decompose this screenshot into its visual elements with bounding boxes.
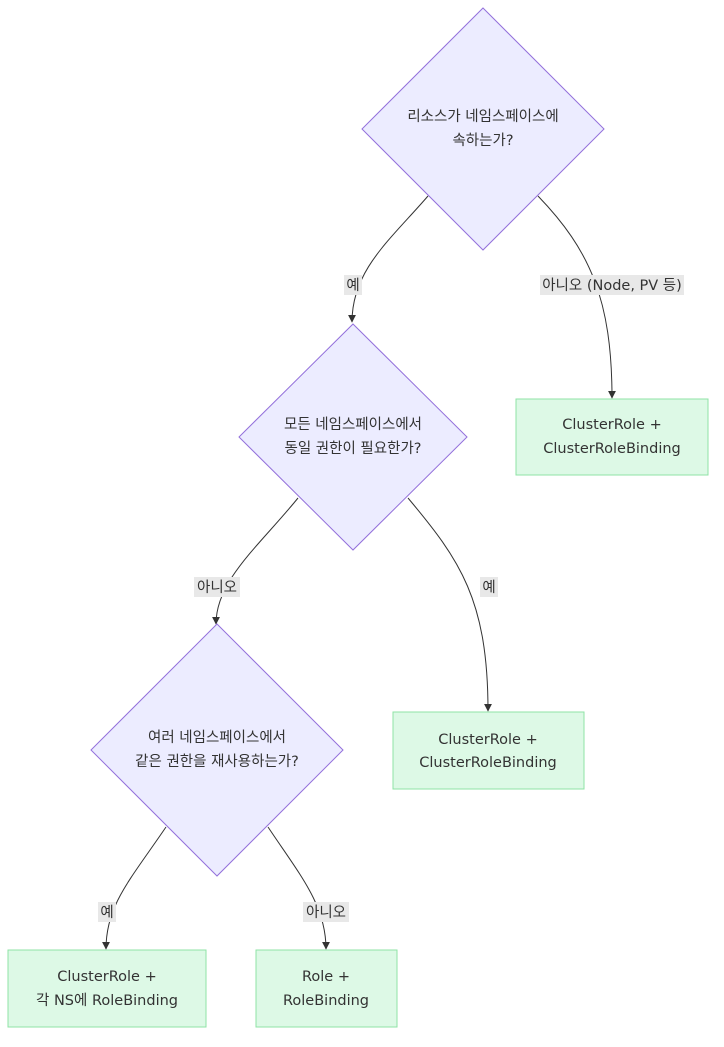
decision-reuse-line2: 같은 권한을 재사용하는가? bbox=[135, 753, 299, 770]
result-3-line1: ClusterRole + bbox=[57, 969, 156, 985]
result-clusterrole-binding-all-namespaces: ClusterRole + ClusterRoleBinding bbox=[392, 711, 585, 790]
result-2-line2: ClusterRoleBinding bbox=[419, 755, 557, 771]
edge-label-namespaced-no: 아니오 (Node, PV 등) bbox=[540, 275, 684, 295]
edge-label-reuse-yes: 예 bbox=[98, 902, 116, 922]
edge-namespaced-yes bbox=[348, 195, 429, 323]
edge-namespaced-no bbox=[537, 195, 616, 399]
decision-all-namespaces: 모든 네임스페이스에서 동일 권한이 필요한가? bbox=[238, 323, 468, 551]
result-2-line1: ClusterRole + bbox=[438, 732, 537, 748]
decision-all-namespaces-line1: 모든 네임스페이스에서 bbox=[284, 416, 422, 433]
decision-all-namespaces-line2: 동일 권한이 필요한가? bbox=[285, 440, 422, 457]
edge-label-all-namespaces-yes: 예 bbox=[480, 577, 498, 597]
result-1-line1: ClusterRole + bbox=[562, 417, 661, 433]
result-role-rolebinding: Role + RoleBinding bbox=[255, 949, 398, 1028]
edge-all-namespaces-yes bbox=[407, 497, 492, 712]
result-1-line2: ClusterRoleBinding bbox=[543, 441, 681, 457]
edge-label-namespaced-yes: 예 bbox=[344, 275, 362, 295]
result-3-line2: 각 NS에 RoleBinding bbox=[36, 992, 178, 1009]
edge-label-all-namespaces-yes-text: 예 bbox=[482, 579, 495, 596]
edge-all-namespaces-no bbox=[212, 497, 299, 625]
decision-namespaced-resource: 리소스가 네임스페이스에 속하는가? bbox=[361, 7, 605, 251]
result-4-line2: RoleBinding bbox=[283, 993, 369, 1009]
edge-label-reuse-no: 아니오 bbox=[303, 902, 349, 922]
edge-label-reuse-yes-text: 예 bbox=[100, 904, 113, 921]
decision-namespaced-line1: 리소스가 네임스페이스에 bbox=[407, 108, 558, 125]
result-clusterrole-per-namespace-rolebinding: ClusterRole + 각 NS에 RoleBinding bbox=[7, 949, 207, 1028]
edge-reuse-yes bbox=[102, 826, 167, 950]
decision-reuse-permissions: 여러 네임스페이스에서 같은 권한을 재사용하는가? bbox=[90, 623, 344, 877]
edge-label-all-namespaces-no: 아니오 bbox=[194, 577, 240, 597]
decision-namespaced-line2: 속하는가? bbox=[452, 132, 513, 149]
edge-label-reuse-no-text: 아니오 bbox=[306, 904, 346, 921]
edge-label-all-namespaces-no-text: 아니오 bbox=[197, 579, 237, 596]
edge-label-namespaced-yes-text: 예 bbox=[346, 277, 359, 294]
result-clusterrole-binding-cluster-scoped: ClusterRole + ClusterRoleBinding bbox=[515, 398, 709, 476]
edge-label-namespaced-no-text: 아니오 (Node, PV 등) bbox=[542, 277, 682, 294]
result-4-line1: Role + bbox=[302, 969, 350, 985]
decision-reuse-line1: 여러 네임스페이스에서 bbox=[148, 729, 286, 746]
edge-reuse-no bbox=[267, 826, 330, 950]
